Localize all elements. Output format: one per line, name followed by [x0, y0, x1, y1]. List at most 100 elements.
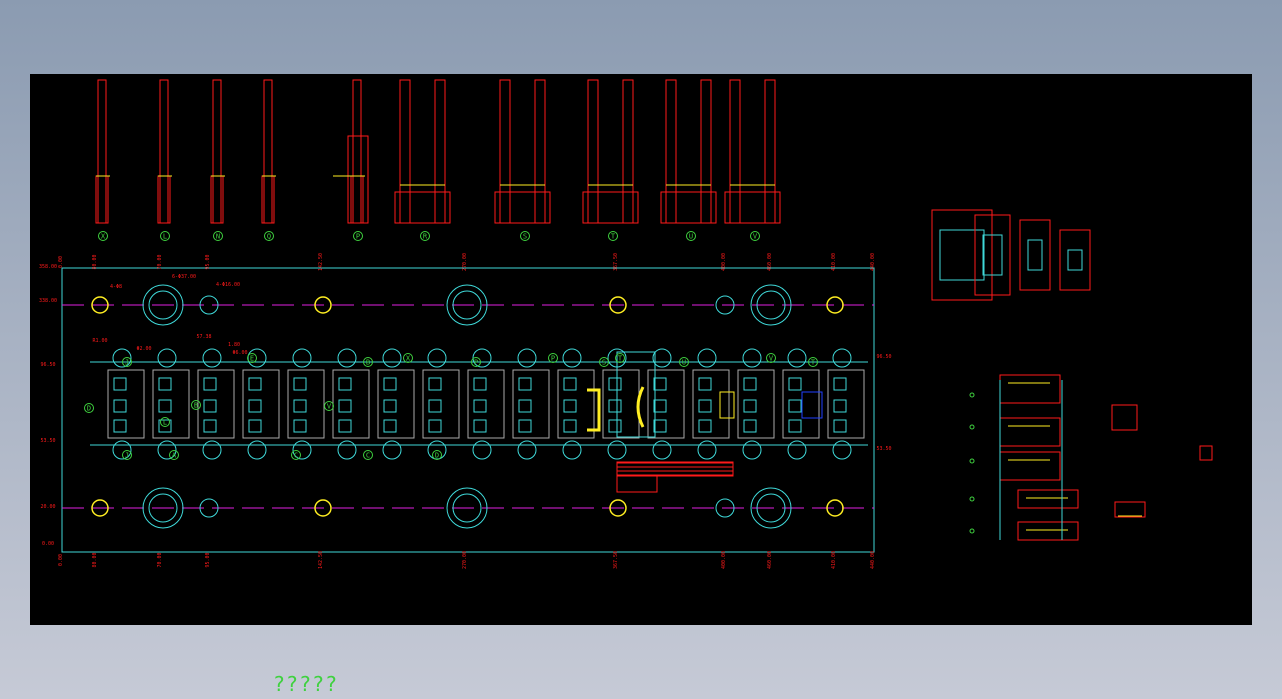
pilot-hole: [427, 348, 447, 368]
die-plate-outline: [61, 267, 875, 553]
station-cutout: [203, 377, 217, 391]
strip-label-top-circle: [548, 353, 558, 363]
station-outline: [647, 369, 685, 439]
small-detail: [1114, 501, 1146, 518]
dowel-hole: [199, 295, 219, 315]
dimension-right: 53.50: [876, 446, 891, 452]
punch-profile: [764, 79, 776, 224]
station-cutout: [338, 419, 352, 433]
dimension-left: 358.00: [39, 264, 57, 270]
dowel-hole: [715, 295, 735, 315]
pilot-hole: [652, 348, 672, 368]
strip-label-inner: B: [194, 402, 198, 410]
bend-profile: [636, 386, 645, 428]
detail-view-inner: [939, 229, 985, 281]
dimension-bottom: 270.00: [462, 551, 468, 569]
punch-profile: [499, 79, 511, 224]
bolt-hole-outer: [750, 487, 792, 529]
dimension-bottom: 0.00: [58, 554, 64, 566]
guide-pin-hole: [609, 499, 627, 517]
bottom-note: ?????: [273, 672, 339, 696]
detail-view: [1059, 229, 1091, 291]
punch-label: L: [163, 233, 167, 241]
strip-label-top-circle: [808, 357, 818, 367]
dimension-top: 410.00: [831, 253, 837, 271]
strip-label-top-circle: [403, 353, 413, 363]
pilot-hole: [337, 348, 357, 368]
dimension-bottom: 460.00: [767, 551, 773, 569]
bend-profile: [801, 391, 823, 419]
punch-label: N: [216, 233, 220, 241]
strip-label-bottom: C: [294, 452, 298, 460]
station-outline: [152, 369, 190, 439]
small-detail: [1199, 445, 1213, 461]
strip-label-bottom: C: [366, 452, 370, 460]
punch-label: V: [753, 233, 758, 241]
pilot-hole: [562, 348, 582, 368]
station-cutout: [473, 377, 487, 391]
dimension-top: 70.00: [157, 254, 163, 269]
strip-label-bottom: J: [125, 452, 129, 460]
strip-label-inner-circle: [324, 401, 334, 411]
detail-view-inner: [1067, 249, 1083, 271]
station-outline: [467, 369, 505, 439]
station-cutout: [518, 377, 532, 391]
station-cutout: [608, 399, 622, 413]
section-marker: [969, 424, 975, 430]
dimension-top: 142.50: [318, 253, 324, 271]
section-view: [999, 417, 1061, 447]
dimension-bottom: 440.00: [870, 551, 876, 569]
pilot-hole: [382, 348, 402, 368]
dimension-top: 460.00: [767, 253, 773, 271]
pilot-hole: [292, 440, 312, 460]
pilot-hole: [832, 440, 852, 460]
station-outline: [557, 369, 595, 439]
station-outline: [242, 369, 280, 439]
station-outline: [287, 369, 325, 439]
dimension-callout: Φ2.00: [136, 346, 151, 352]
dimension-left: 338.00: [39, 298, 57, 304]
punch-label: P: [356, 233, 360, 241]
station-cutout: [833, 377, 847, 391]
dimension-left: 0.00: [42, 541, 54, 547]
dimension-bottom: 367.50: [613, 551, 619, 569]
station-cutout: [248, 377, 262, 391]
strip-label-top-circle: [679, 357, 689, 367]
strip-label-top-circle: [766, 353, 776, 363]
station-cutout: [383, 377, 397, 391]
station-cutout: [203, 399, 217, 413]
dimension-callout: 1.80: [228, 342, 240, 348]
punch-label: R: [423, 233, 428, 241]
pilot-hole: [382, 440, 402, 460]
pilot-hole: [472, 440, 492, 460]
dimension-callout: 4-Φ8: [110, 284, 122, 290]
pilot-hole: [517, 348, 537, 368]
strip-label-bottom: D: [435, 452, 439, 460]
dimension-callout: 4-Φ16.00: [216, 282, 240, 288]
station-cutout: [698, 419, 712, 433]
station-cutout: [383, 399, 397, 413]
punch-profile: [352, 79, 362, 224]
dimension-bottom: 95.00: [205, 552, 211, 567]
station-cutout: [158, 419, 172, 433]
station-cutout: [158, 377, 172, 391]
station-cutout: [608, 419, 622, 433]
section-view: [1017, 489, 1079, 509]
station-outline: [512, 369, 550, 439]
bolt-hole-inner: [452, 493, 482, 523]
bolt-hole-inner: [756, 290, 786, 320]
bolt-hole-inner: [148, 493, 178, 523]
station-cutout: [788, 377, 802, 391]
dimension-top: 400.00: [721, 253, 727, 271]
station-outline: [827, 369, 865, 439]
punch-label-circle: [213, 231, 223, 241]
station-cutout: [833, 399, 847, 413]
punch-profile: [212, 79, 222, 224]
punch-label: X: [101, 233, 106, 241]
station-cutout: [518, 399, 532, 413]
dimension-callout: 57.38: [196, 334, 211, 340]
punch-die: [724, 191, 781, 224]
strip-label-top: J: [125, 359, 129, 367]
